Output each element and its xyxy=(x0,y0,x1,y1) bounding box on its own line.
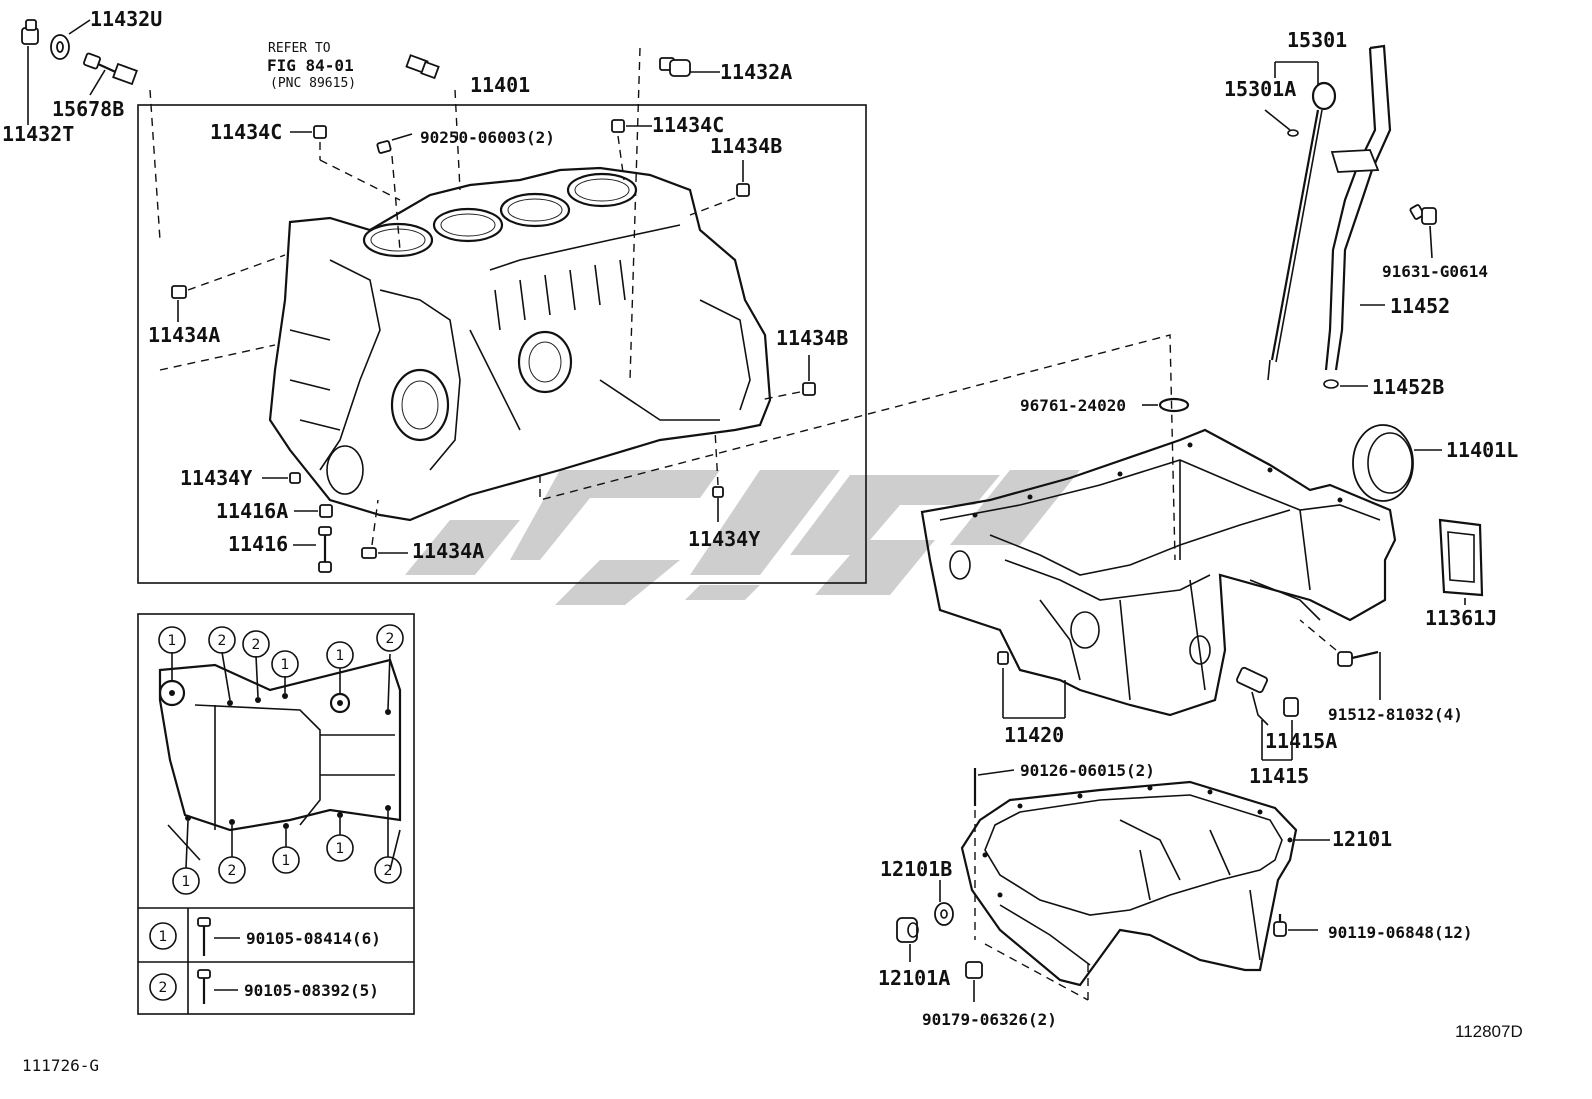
callout-1: 1 xyxy=(182,874,191,890)
label-90119-06848: 90119-06848(12) xyxy=(1328,923,1473,942)
nut-90179-icon xyxy=(965,943,1089,1002)
label-11432T: 11432T xyxy=(2,122,74,146)
leader-line xyxy=(149,89,161,241)
bolt-11416-icon xyxy=(293,526,332,573)
label-11434B-top: 11434B xyxy=(710,134,782,158)
plug-11432T-icon xyxy=(21,19,39,125)
watermark-logo xyxy=(405,470,1080,605)
label-91512-81032: 91512-81032(4) xyxy=(1328,705,1463,724)
label-11434Y-right: 11434Y xyxy=(688,527,760,551)
pin-90250-icon xyxy=(376,133,413,251)
label-90126-06015: 90126-06015(2) xyxy=(1020,761,1155,780)
label-11415A: 11415A xyxy=(1265,729,1337,753)
plug-11416A-icon xyxy=(294,504,333,518)
label-11452: 11452 xyxy=(1390,294,1450,318)
diagram-code-left: 111726-G xyxy=(22,1056,99,1075)
o-ring-96761-icon xyxy=(1142,397,1190,413)
legend-circle-1: 1 xyxy=(159,929,168,945)
label-11432A: 11432A xyxy=(720,60,792,84)
plug-11432A-icon xyxy=(659,57,720,77)
cylinder-block-illustration xyxy=(268,166,772,522)
pin-11434A-left-icon xyxy=(159,254,286,371)
legend-circle-2: 2 xyxy=(159,980,168,996)
label-11452B: 11452B xyxy=(1372,375,1444,399)
plug-11434Y-left-icon xyxy=(262,472,301,484)
pin-11434B-top-icon xyxy=(689,160,750,216)
sensor-15678B-icon xyxy=(83,52,138,96)
oil-pan-1-illustration xyxy=(920,428,1397,717)
callout-2: 2 xyxy=(228,863,237,879)
label-11434C-left: 11434C xyxy=(210,120,282,144)
plug-11420-icon xyxy=(997,651,1066,719)
label-11434A-left: 11434A xyxy=(148,323,220,347)
legend-row-2: 2 90105-08392(5) xyxy=(149,969,379,1004)
plug-11434Y-right-icon xyxy=(712,429,724,522)
leader-line xyxy=(629,47,641,381)
sensor-89615-icon xyxy=(405,54,461,191)
stud-90126-icon xyxy=(973,768,1015,940)
drain-plug-12101A-icon xyxy=(896,917,919,962)
label-11416: 11416 xyxy=(228,532,288,556)
cylinder-block-frame xyxy=(137,104,867,584)
bolt-91631-icon xyxy=(1409,204,1437,259)
label-11434Y-left: 11434Y xyxy=(180,466,252,490)
leader-line xyxy=(539,334,1176,561)
bolt-pattern-frame xyxy=(137,613,415,1015)
plug-11434C-left-icon xyxy=(290,125,401,201)
label-11401L: 11401L xyxy=(1446,438,1518,462)
washer-11432U-icon xyxy=(50,19,91,60)
oil-pan-2-illustration xyxy=(960,780,1298,987)
label-12101: 12101 xyxy=(1332,827,1392,851)
callout-1: 1 xyxy=(281,657,290,673)
label-refer-line2: FIG 84-01 xyxy=(267,56,354,75)
label-refer-line3: (PNC 89615) xyxy=(270,76,356,91)
callout-2: 2 xyxy=(218,633,227,649)
label-11420: 11420 xyxy=(1004,723,1064,747)
legend-row-1: 1 90105-08414(6) xyxy=(149,917,381,956)
dipstick-illustration xyxy=(1264,44,1392,389)
pin-11434A-bottom-icon xyxy=(361,499,408,559)
callout-1: 1 xyxy=(168,633,177,649)
pin-11434B-right-icon xyxy=(759,355,816,401)
label-11415: 11415 xyxy=(1249,764,1309,788)
bolt-91512-icon xyxy=(1299,619,1381,700)
label-12101A: 12101A xyxy=(878,966,950,990)
label-15301A: 15301A xyxy=(1224,77,1296,101)
gasket-12101B-icon xyxy=(934,880,954,926)
diagram-code-right: 112807D xyxy=(1455,1022,1523,1041)
callout-1: 1 xyxy=(336,841,345,857)
label-90179-06326: 90179-06326(2) xyxy=(922,1010,1057,1029)
bolt-icon xyxy=(197,969,211,1004)
label-11434C-right: 11434C xyxy=(652,113,724,137)
callout-1: 1 xyxy=(282,853,291,869)
label-refer-line1: REFER TO xyxy=(268,41,331,56)
label-11434B-right: 11434B xyxy=(776,326,848,350)
callout-2: 2 xyxy=(252,637,261,653)
label-15301: 15301 xyxy=(1287,28,1347,52)
oil-seal-11401L-icon xyxy=(1352,424,1442,502)
label-11432U: 11432U xyxy=(90,7,162,31)
bolt-pattern-illustration xyxy=(158,651,402,871)
callout-circles: 1 2 2 1 1 2 1 2 1 1 2 xyxy=(158,624,404,895)
label-11401: 11401 xyxy=(470,73,530,97)
label-11361J: 11361J xyxy=(1425,606,1497,630)
callout-2: 2 xyxy=(386,631,395,647)
legend-bolt-2: 90105-08392(5) xyxy=(244,981,379,1000)
bolt-90119-icon xyxy=(1273,914,1318,937)
legend-bolt-1: 90105-08414(6) xyxy=(246,929,381,948)
label-11434A-bottom: 11434A xyxy=(412,539,484,563)
plug-11434C-right-icon xyxy=(611,119,652,181)
oil-pressure-switch-11415-icon xyxy=(1236,666,1299,761)
callout-2: 2 xyxy=(384,863,393,879)
callout-1: 1 xyxy=(336,648,345,664)
label-96761-24020: 96761-24020 xyxy=(1020,396,1126,415)
strainer-11361J-icon xyxy=(1438,518,1484,605)
label-91631-G0614: 91631-G0614 xyxy=(1382,262,1488,281)
label-15678B: 15678B xyxy=(52,97,124,121)
bolt-icon xyxy=(197,917,211,956)
label-90250-06003: 90250-06003(2) xyxy=(420,128,555,147)
label-11416A: 11416A xyxy=(216,499,288,523)
label-12101B: 12101B xyxy=(880,857,952,881)
